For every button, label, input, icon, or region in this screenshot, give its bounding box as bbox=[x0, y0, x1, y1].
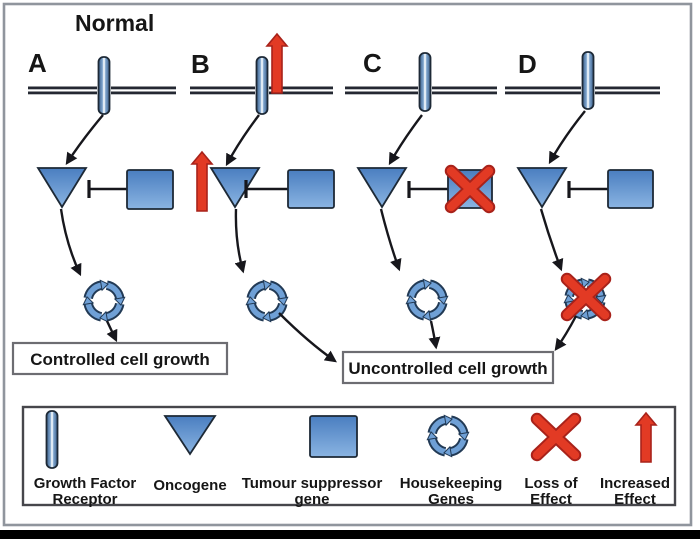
legend-label: Effect bbox=[530, 491, 572, 508]
growth-factor-receptor-icon bbox=[418, 51, 432, 112]
oncogene-icon bbox=[36, 167, 88, 209]
figure-frame bbox=[2, 2, 693, 527]
signal-arrow bbox=[65, 114, 104, 166]
legend-label: Effect bbox=[614, 491, 656, 508]
signal-arrow bbox=[59, 208, 82, 277]
growth-factor-receptor-icon bbox=[45, 410, 59, 469]
tumour-suppressor-gene-icon bbox=[126, 169, 174, 210]
signal-arrow bbox=[379, 208, 402, 272]
oncogene-icon bbox=[163, 415, 217, 456]
signal-arrow bbox=[554, 315, 578, 351]
legend-item-loss-of-effect: Loss of Effect bbox=[524, 419, 578, 508]
legend-label: Genes bbox=[428, 491, 474, 508]
oncogene-icon bbox=[209, 167, 261, 209]
uncontrolled-growth-label: Uncontrolled cell growth bbox=[348, 359, 547, 378]
legend-item-growth-factor-receptor: Growth Factor Receptor bbox=[34, 410, 137, 508]
legend-item-tumour-suppressor-gene: Tumour suppressor gene bbox=[242, 415, 383, 508]
controlled-growth-label: Controlled cell growth bbox=[30, 350, 209, 369]
controlled-growth-box: Controlled cell growth bbox=[11, 341, 229, 376]
legend-label: gene bbox=[294, 491, 329, 508]
panel-d-label: D bbox=[518, 49, 537, 79]
inhibition-bar bbox=[407, 181, 448, 198]
tumour-suppressor-gene-icon bbox=[287, 169, 335, 209]
signal-arrow bbox=[105, 320, 118, 343]
oncogene-icon bbox=[516, 167, 568, 209]
growth-factor-receptor-icon bbox=[581, 50, 595, 110]
growth-factor-receptor-icon bbox=[255, 55, 269, 115]
panel-b-label: B bbox=[191, 49, 210, 79]
legend-label: Receptor bbox=[52, 491, 117, 508]
legend-label: Increased bbox=[600, 475, 670, 492]
oncogene-icon bbox=[356, 167, 408, 209]
panel-c-label: C bbox=[363, 48, 382, 78]
signal-arrow bbox=[225, 114, 260, 167]
inhibition-bar bbox=[87, 180, 127, 198]
legend-label: Housekeeping bbox=[400, 475, 503, 492]
legend-label: Oncogene bbox=[153, 477, 226, 494]
increased-effect-icon bbox=[191, 151, 213, 212]
signal-arrow bbox=[234, 208, 247, 274]
increased-effect-icon bbox=[266, 33, 288, 94]
signal-arrow bbox=[539, 208, 564, 272]
legend-item-housekeeping-genes: Housekeeping Genes bbox=[400, 415, 503, 508]
legend-label: Growth Factor bbox=[34, 475, 137, 492]
inhibition-bar bbox=[244, 180, 288, 198]
legend-label: Loss of bbox=[524, 475, 578, 492]
legend: Growth Factor Receptor Oncogene Tumour s… bbox=[21, 405, 677, 508]
signal-arrow bbox=[388, 114, 423, 166]
panel-a-label: A bbox=[28, 48, 47, 78]
legend-item-oncogene: Oncogene bbox=[153, 415, 227, 494]
legend-item-increased-effect: Increased Effect bbox=[600, 412, 670, 508]
housekeeping-genes-icon bbox=[83, 280, 124, 321]
tumour-suppressor-gene-icon bbox=[607, 169, 654, 209]
panel-a: A bbox=[28, 48, 176, 343]
panel-d: D bbox=[505, 49, 660, 351]
tumour-suppressor-gene-icon bbox=[309, 415, 358, 458]
inhibition-bar bbox=[567, 181, 608, 198]
figure-title: Normal bbox=[75, 10, 154, 36]
legend-label: Tumour suppressor bbox=[242, 475, 383, 492]
signal-arrow bbox=[548, 110, 586, 165]
signal-arrow bbox=[428, 320, 441, 350]
signal-arrow bbox=[278, 312, 337, 363]
uncontrolled-growth-box: Uncontrolled cell growth bbox=[341, 350, 555, 385]
bottom-black-bar bbox=[0, 530, 700, 539]
panel-c: C bbox=[345, 48, 497, 350]
panel-b: B bbox=[190, 33, 337, 363]
housekeeping-genes-icon bbox=[406, 279, 447, 320]
growth-factor-receptor-icon bbox=[97, 55, 111, 115]
